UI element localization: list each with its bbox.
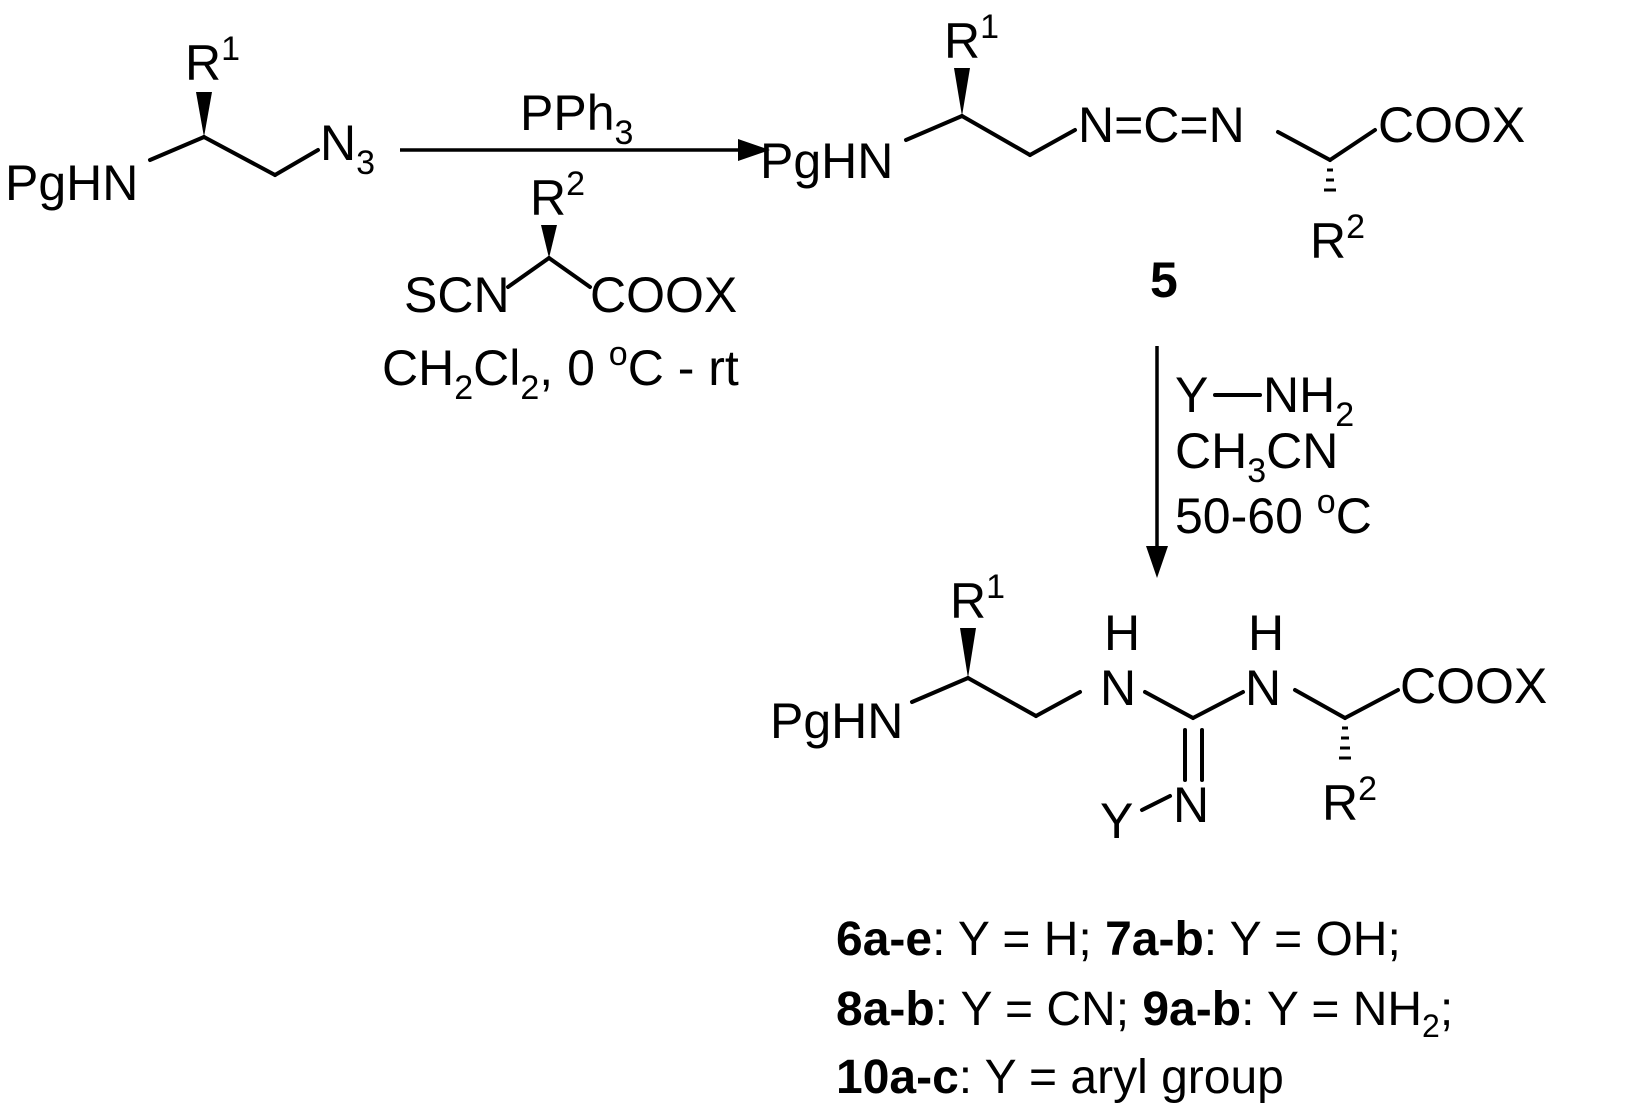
amine-reagent-y: Y <box>1175 367 1208 423</box>
prod-bond-ch2-nh <box>1034 690 1082 718</box>
legend-segment: 2 <box>1422 1008 1440 1044</box>
reaction-arrow-1 <box>400 139 770 161</box>
prod-bond-cguan-nh <box>1191 690 1245 720</box>
legend-segment: 9a-b <box>1142 983 1241 1036</box>
legend-segment: 8a-b <box>836 983 935 1036</box>
int-stereo-hash <box>1324 168 1336 192</box>
legend-segment: : Y = NH <box>1241 983 1422 1036</box>
prod-bond-nh-calpha <box>1293 688 1347 720</box>
legend-segment: 10a-c <box>836 1051 959 1104</box>
sm-bond-c-ch2 <box>202 135 277 177</box>
isothiocyanate-r2-label: R2 <box>530 165 585 226</box>
int-bond-ch2-n <box>1028 128 1077 157</box>
reaction-1-conditions: PPh3 R2 SCN COOX CH2Cl2, 0 oC - rt <box>382 85 739 407</box>
legend-line-2: 8a-b: Y = CN; 9a-b: Y = NH2; <box>836 983 1453 1044</box>
sm-azide-label: N3 <box>320 115 375 182</box>
int-r1-label: R1 <box>944 8 999 69</box>
isothiocyanate-scn-label: SCN <box>404 267 510 323</box>
compound-number-5: 5 <box>1150 252 1178 308</box>
legend-segment: 6a-e <box>836 913 932 966</box>
prod-bond-nh-cguan <box>1143 690 1195 720</box>
isothiocyanate-bond-right <box>547 256 592 289</box>
isothiocyanate-stereo-wedge <box>541 225 557 258</box>
amine-reagent-nh2: NH2 <box>1263 367 1354 434</box>
solvent-conditions-2: CH3CN <box>1175 423 1338 490</box>
sm-stereo-wedge <box>196 92 212 137</box>
prod-stereo-hash <box>1339 726 1351 760</box>
prod-acid-label: COOX <box>1400 658 1547 714</box>
isothiocyanate-acid-label: COOX <box>590 267 737 323</box>
legend-segment: : Y = CN; <box>935 983 1143 1036</box>
sm-bond-n-c <box>148 135 206 162</box>
arrow-2-head <box>1146 546 1168 578</box>
int-carbodiimide-label: N=C=N <box>1078 97 1245 153</box>
prod-n-right: N <box>1245 660 1281 716</box>
reaction-arrow-2 <box>1146 346 1168 578</box>
prod-h-right: H <box>1248 605 1284 661</box>
prod-bond-c-ch2 <box>966 676 1038 718</box>
legend-segment: 7a-b <box>1105 913 1204 966</box>
prod-amine-label: PgHN <box>770 693 903 749</box>
int-amine-label: PgHN <box>760 133 893 189</box>
prod-n-left: N <box>1100 660 1136 716</box>
sm-bond-ch2-n3 <box>273 148 320 177</box>
legend-line-1: 6a-e: Y = H; 7a-b: Y = OH; <box>836 913 1401 966</box>
sm-amine-label: PgHN <box>5 155 138 211</box>
product-legend: 6a-e: Y = H; 7a-b: Y = OH; 8a-b: Y = CN;… <box>836 913 1453 1104</box>
starting-material: R1 PgHN N3 <box>5 30 375 211</box>
int-acid-label: COOX <box>1378 97 1525 153</box>
legend-line-3: 10a-c: Y = aryl group <box>836 1051 1284 1104</box>
intermediate-carbodiimide: R1 PgHN N=C=N COOX R2 5 <box>760 8 1525 308</box>
legend-segment: : Y = OH; <box>1204 913 1401 966</box>
reagent-pph3: PPh3 <box>520 85 633 152</box>
product-guanidine: R1 PgHN H N H N COOX N Y R2 <box>770 568 1547 849</box>
prod-stereo-wedge <box>960 628 976 678</box>
legend-segment: ; <box>1440 983 1453 1036</box>
prod-bond-y-n <box>1140 794 1172 812</box>
prod-imine-y: Y <box>1100 793 1133 849</box>
int-bond-c-ch2 <box>960 114 1032 157</box>
legend-segment: : Y = H; <box>932 913 1105 966</box>
prod-bond-calpha-acid <box>1343 688 1400 720</box>
int-bond-calpha-acid <box>1328 128 1377 162</box>
prod-r2-label: R2 <box>1322 770 1377 831</box>
prod-bond-n-c <box>910 676 970 704</box>
legend-segment: : Y = aryl group <box>959 1051 1284 1104</box>
sm-r1-label: R1 <box>185 30 240 91</box>
int-stereo-wedge <box>954 68 970 116</box>
int-bond-n-c <box>904 114 964 142</box>
int-bond-n-calpha <box>1276 130 1332 162</box>
prod-r1-label: R1 <box>950 568 1005 629</box>
prod-imine-n: N <box>1173 777 1209 833</box>
int-r2-label: R2 <box>1310 208 1365 269</box>
prod-h-left: H <box>1104 605 1140 661</box>
arrow-1-head <box>738 139 770 161</box>
solvent-conditions-1: CH2Cl2, 0 oC - rt <box>382 335 739 407</box>
temperature-conditions-2: 50-60 oC <box>1175 483 1372 544</box>
isothiocyanate-bond-left <box>506 256 551 289</box>
reaction-2-conditions: Y NH2 CH3CN 50-60 oC <box>1175 367 1372 544</box>
